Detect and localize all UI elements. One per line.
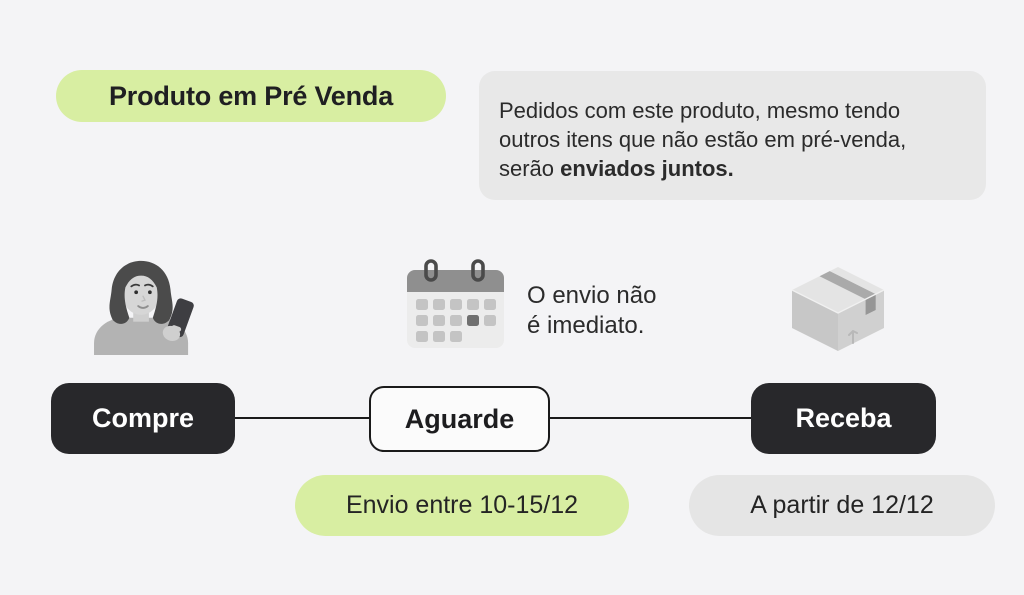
step-receba: Receba <box>751 383 936 454</box>
info-line-3-bold: enviados juntos. <box>560 156 734 181</box>
connector-line-1 <box>235 417 369 419</box>
presale-badge-label: Produto em Pré Venda <box>108 80 394 111</box>
calendar-icon <box>407 259 504 348</box>
date-note-arrival: A partir de 12/12 <box>689 475 995 536</box>
date-note-shipping-window: Envio entre 10-15/12 <box>295 475 629 536</box>
shipping-note-line-2: é imediato. <box>527 312 645 339</box>
info-line-3: serão enviados juntos. <box>499 156 734 181</box>
shipping-note-line-1: O envio não <box>527 282 657 309</box>
step-aguarde: Aguarde <box>369 386 550 452</box>
shipping-note: O envio não é imediato. <box>527 281 656 341</box>
date-note-arrival-label: A partir de 12/12 <box>750 491 934 519</box>
step-compre-label: Compre <box>91 403 194 433</box>
connector-line-2 <box>550 417 751 419</box>
info-box: Pedidos com este produto, mesmo tendo ou… <box>479 71 986 200</box>
info-line-1: Pedidos com este produto, mesmo tendo <box>499 98 901 123</box>
woman-with-phone-illustration <box>94 260 194 355</box>
package-box-icon <box>791 267 885 351</box>
presale-badge: Produto em Pré Venda <box>56 70 446 122</box>
step-aguarde-label: Aguarde <box>404 403 515 434</box>
step-compre: Compre <box>51 383 235 454</box>
date-note-shipping-window-label: Envio entre 10-15/12 <box>345 491 579 519</box>
step-receba-label: Receba <box>795 403 892 433</box>
info-line-2: outros itens que não estão em pré-venda, <box>499 127 907 152</box>
